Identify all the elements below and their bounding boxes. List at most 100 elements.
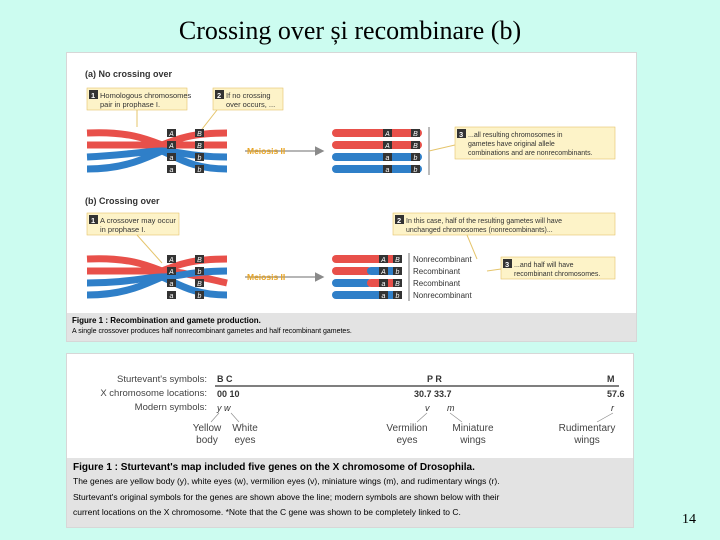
modern-label: Modern symbols:: [135, 402, 207, 413]
a-right-allele-1-b-box: [411, 141, 420, 149]
gamete-label-1: Recombinant: [413, 267, 461, 276]
svg-text:combinations and are nonrecomb: combinations and are nonrecombinants.: [468, 150, 593, 157]
b-left-allele-2-a-box: [167, 279, 176, 287]
a-left-allele-3-a-box: [167, 165, 176, 173]
b-right-allele-3-a: a: [382, 293, 386, 300]
symbol-bc: B C: [217, 374, 233, 384]
b-right-allele-0-a-box: [379, 255, 388, 263]
svg-text:Vermilion: Vermilion: [386, 423, 427, 434]
b-left-allele-1-b: b: [198, 269, 202, 276]
a-left-allele-0-b: B: [197, 131, 202, 138]
b-right-allele-0-a: A: [380, 257, 386, 264]
a-left-allele-1-b: B: [197, 143, 202, 150]
step-b2-callout: 2 In this case, half of the resulting ga…: [392, 212, 616, 236]
svg-text:wings: wings: [573, 435, 600, 446]
a-left-allele-0-a-box: [167, 129, 176, 137]
svg-text:1: 1: [91, 216, 95, 225]
b-left-allele-1-b-box: [195, 267, 204, 275]
svg-text:wings: wings: [459, 435, 486, 446]
step-b3-callout: 3 ...and half will have recombinant chro…: [500, 256, 616, 280]
figure1-caption: Figure 1 : Recombination and gamete prod…: [67, 313, 636, 341]
b-right-allele-3-b-box: [393, 291, 402, 299]
a-left-allele-3-b: b: [198, 167, 202, 174]
slide-title: Crossing over și recombinare (b): [178, 16, 522, 45]
svg-text:In this case, half of the resu: In this case, half of the resulting game…: [406, 218, 562, 225]
a-left-allele-1-a-box: [167, 141, 176, 149]
figure1-caption-text: A single crossover produces half nonreco…: [72, 328, 352, 335]
b-right-allele-1-a-box: [379, 267, 388, 275]
svg-text:...all resulting chromosomes i: ...all resulting chromosomes in: [468, 132, 563, 139]
gene-map-diagram: Sturtevant's symbols: X chromosome locat…: [100, 374, 625, 446]
b-left-allele-1-a-box: [167, 267, 176, 275]
symbols-label: Sturtevant's symbols:: [117, 374, 207, 385]
trait-rudimentary-wings: Rudimentary wings: [559, 423, 616, 446]
b-left-allele-3-a: a: [170, 293, 174, 300]
gamete-label-2: Recombinant: [413, 279, 461, 288]
a-left-allele-1-a: A: [168, 143, 174, 150]
modern-yw: y w: [216, 403, 231, 413]
b-left-allele-1-a: A: [168, 269, 174, 276]
location-57: 57.6: [607, 389, 625, 399]
location-30-33: 30.7 33.7: [414, 389, 452, 399]
b-right-allele-3-b: b: [396, 293, 400, 300]
section-a-heading: (a) No crossing over: [85, 69, 173, 79]
svg-text:over occurs, ...: over occurs, ...: [226, 100, 275, 109]
svg-text:unchanged chromosomes (nonreco: unchanged chromosomes (nonrecombinants).…: [406, 227, 553, 234]
svg-text:...and half will have: ...and half will have: [514, 262, 574, 269]
sturtevant-map-figure: Sturtevant's symbols: X chromosome locat…: [66, 353, 634, 528]
b-right-allele-2-b-box: [393, 279, 402, 287]
b-right-allele-1-a: A: [380, 269, 386, 276]
figure1-caption-title: Figure 1 : Recombination and gamete prod…: [72, 316, 261, 325]
svg-text:If no crossing: If no crossing: [226, 91, 271, 100]
a-right-allele-2-b-box: [411, 153, 420, 161]
step-a1-callout: 1 Homologous chromosomes pair in prophas…: [86, 87, 192, 111]
b-right-allele-2-a-box: [379, 279, 388, 287]
a-right-allele-3-b: b: [414, 167, 418, 174]
svg-text:3: 3: [459, 130, 463, 139]
trait-white-eyes: White eyes: [232, 423, 258, 446]
a-right-allele-3-a: a: [386, 167, 390, 174]
a-left-allele-3-b-box: [195, 165, 204, 173]
figure2-caption-line1: The genes are yellow body (y), white eye…: [73, 476, 500, 486]
b-right-allele-2-b: B: [395, 281, 400, 288]
svg-text:eyes: eyes: [234, 435, 255, 446]
step-a2-callout: 2 If no crossing over occurs, ...: [212, 87, 284, 111]
figure2-caption-title: Figure 1 : Sturtevant's map included fiv…: [73, 462, 475, 473]
a-right-allele-0-b-box: [411, 129, 420, 137]
b-left-allele-0-b: B: [197, 257, 202, 264]
slide-number: 14: [682, 512, 696, 527]
a-right-allele-1-a: A: [384, 143, 390, 150]
a-right-allele-0-a: A: [384, 131, 390, 138]
svg-text:body: body: [196, 435, 218, 446]
modern-v: v: [425, 403, 430, 413]
trait-miniature-wings: Miniature wings: [452, 423, 494, 446]
locations-label: X chromosome locations:: [100, 388, 207, 399]
a-right-allele-0-b: B: [413, 131, 418, 138]
trait-vermilion-eyes: Vermilion eyes: [386, 423, 427, 446]
svg-text:Yellow: Yellow: [193, 423, 222, 434]
svg-text:Rudimentary: Rudimentary: [559, 423, 616, 434]
a-right-allele-1-b: B: [413, 143, 418, 150]
section-b-heading: (b) Crossing over: [85, 196, 160, 206]
a-left-allele-2-a: a: [170, 155, 174, 162]
b-right-allele-2-a: a: [382, 281, 386, 288]
meiosis-label-b: Meiosis II: [247, 272, 285, 282]
figure2-caption-line2: Sturtevant's original symbols for the ge…: [73, 491, 500, 502]
a-right-allele-2-a: a: [386, 155, 390, 162]
a-left-allele-0-b-box: [195, 129, 204, 137]
b-right-allele-0-b: B: [395, 257, 400, 264]
a-left-allele-2-b: b: [198, 155, 202, 162]
b-right-allele-3-a-box: [379, 291, 388, 299]
meiosis-label-a: Meiosis II: [247, 146, 285, 156]
svg-text:recombinant chromosomes.: recombinant chromosomes.: [514, 271, 600, 278]
a-right-allele-0-a-box: [383, 129, 392, 137]
b-left-allele-0-a-box: [167, 255, 176, 263]
b-left-allele-2-b-box: [195, 279, 204, 287]
a-left-allele-2-a-box: [167, 153, 176, 161]
b-left-allele-0-b-box: [195, 255, 204, 263]
gamete-type-labels: NonrecombinantRecombinantRecombinantNonr…: [413, 255, 472, 300]
b-left-allele-0-a: A: [168, 257, 174, 264]
